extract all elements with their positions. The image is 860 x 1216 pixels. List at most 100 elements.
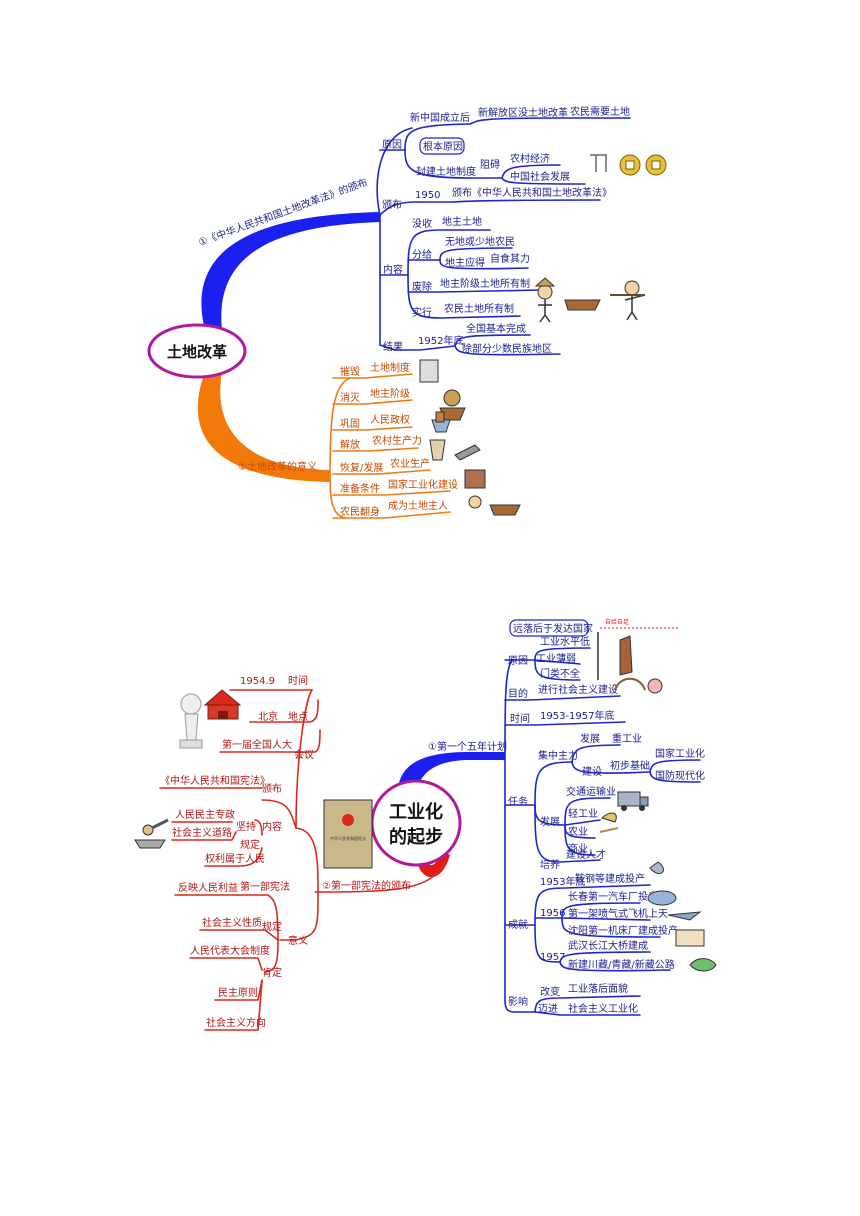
develop-label: 发展 (580, 732, 600, 745)
branch1-label: ①《中华人民共和国土地改革法》的颁布 (197, 175, 370, 248)
plan-label: ①第一个五年计划 (428, 740, 507, 753)
y1956: 1956 (540, 908, 565, 919)
bow-icon (614, 677, 663, 694)
grow-0: 交通运输业 (566, 785, 616, 798)
con-place: 北京 (258, 710, 278, 723)
distribute: 分给 (412, 248, 432, 261)
constitution-book: 中华人民共和国宪法 (323, 799, 373, 869)
con-adhere-a: 人民民主专政 (175, 808, 235, 821)
distribute-b: 地主应得 (445, 256, 485, 269)
con-time-label: 时间 (288, 674, 308, 687)
land-reform-map: 土地改革 ①《中华人民共和国土地改革法》的颁布 ②土地改革的意义 原因 新中国成… (147, 105, 667, 519)
farmer-icon (534, 277, 646, 323)
result-r1: 全国基本完成 (466, 322, 526, 335)
plan-reason-label: 原因 (508, 655, 528, 667)
con-affirm-b: 民主原则 (218, 986, 258, 999)
plan-reason-0: 工业水平低 (540, 635, 590, 648)
result-r2: 除部分少数民族地区 (462, 342, 552, 355)
sig-v-3: 农村生产力 (372, 434, 422, 447)
truck-icon (599, 791, 649, 833)
a4: 沈阳第一机床厂建成投产 (568, 924, 678, 937)
con-rule1: 规定 (262, 920, 282, 933)
con-publish-label: 颁布 (262, 783, 282, 795)
confiscate: 没收 (412, 217, 432, 230)
abolish-t: 地主阶级土地所有制 (440, 277, 530, 290)
sig-v-4: 农业生产 (390, 457, 430, 470)
con-meeting-label: 会议 (294, 748, 314, 761)
cannon-icon (134, 818, 169, 849)
sig-k-3: 解放 (340, 438, 360, 451)
grow-1: 轻工业 (568, 807, 598, 820)
result-label: 结果 (383, 340, 403, 353)
y1957: 1957 (540, 952, 565, 963)
goal-label: 目的 (508, 687, 528, 700)
content-label: 内容 (383, 263, 403, 276)
a1: 鞍钢等建成投产 (575, 872, 645, 885)
a2: 长春第一汽车厂投产 (568, 890, 658, 903)
plan-reason-top: 远落后于发达国家 (513, 622, 593, 635)
change-text: 工业落后面貌 (568, 982, 628, 995)
sig-v-6: 成为土地主人 (388, 499, 448, 512)
con-affirm-a: 人民代表大会制度 (190, 944, 270, 957)
center-node-land (147, 323, 247, 379)
reason-sub2: 封建土地制度 (416, 165, 476, 178)
sig-v-2: 人民政权 (370, 413, 410, 426)
sig-k-1: 消灭 (340, 391, 360, 404)
building-icon (179, 689, 242, 749)
con-adhere: 坚持 (236, 820, 256, 833)
implement-t: 农民土地所有制 (444, 302, 514, 315)
con-stipulate: 规定 (240, 838, 260, 851)
reason-sub1b: 农民需要土地 (570, 105, 630, 118)
result-year: 1952年底 (418, 334, 463, 347)
sig-k-2: 巩固 (340, 418, 360, 430)
distribute-c: 自食其力 (490, 252, 530, 265)
talent-label: 建设人才 (566, 848, 606, 861)
con-publish: 《中华人民共和国宪法》 (160, 774, 270, 787)
publish-text: 颁布《中华人民共和国土地改革法》 (452, 186, 612, 199)
con-stipulate-t: 权利属于人民 (205, 852, 265, 865)
plan-thick (398, 752, 505, 800)
hinder1: 农村经济 (510, 152, 550, 165)
impact-label: 影响 (508, 995, 528, 1008)
sig-k-6: 农民翻身 (340, 505, 380, 518)
con-meaning-label: 意义 (288, 934, 308, 947)
train-label: 培养 (540, 858, 560, 871)
book-title: 中华人民共和国宪法 (330, 835, 366, 841)
plan-reason-1: 工业薄弱 (536, 652, 576, 665)
time-label: 时间 (510, 712, 530, 725)
y1953: 1953年底 (540, 875, 585, 888)
goal-a: 国家工业化 (655, 747, 705, 760)
sig-k-5: 准备条件 (340, 482, 380, 495)
branch2-label: ②土地改革的意义 (238, 460, 317, 473)
a5: 武汉长江大桥建成 (568, 939, 648, 952)
achievement-icons (647, 861, 717, 972)
publish-year: 1950 (415, 190, 440, 201)
sig-k-4: 恢复/发展 (340, 461, 383, 474)
center-industry-line2: 的起步 (389, 826, 443, 848)
con-reflect: 反映人民利益 (178, 881, 238, 894)
time-text: 1953-1957年底 (540, 709, 615, 722)
con-affirm: 肯定 (262, 966, 282, 979)
distribute-a: 无地或少地农民 (445, 235, 515, 248)
root-reason-tag: 根本原因 (423, 140, 463, 153)
branch1-thick (201, 212, 380, 330)
sig-v-1: 地主阶级 (370, 387, 410, 400)
build-label: 建设 (582, 765, 602, 778)
grow-2: 农业 (568, 825, 588, 838)
pic-label: 自给自足 (605, 618, 629, 626)
sig-v-5: 国家工业化建设 (388, 478, 458, 491)
a3: 第一架喷气式飞机上天 (568, 907, 668, 920)
goal-text: 进行社会主义建设 (538, 683, 618, 696)
grow-3: 商业 (568, 842, 588, 855)
industrialization-map: 工业化 的起步 ①第一个五年计划 原因 远落后于发达国家 工业水平低 工业薄弱 … (134, 618, 717, 1031)
con-meeting: 第一届全国人大 (222, 738, 292, 751)
reason-sub1: 新中国成立后 (410, 111, 470, 124)
con-rule1-t: 社会主义性质 (202, 916, 262, 929)
con-first: 第一部宪法 (240, 880, 290, 893)
door-icon: 自给自足 (597, 618, 680, 680)
branch2-thick (197, 372, 330, 482)
goal-b: 国防现代化 (655, 769, 705, 782)
significance-list: 摧毁 土地制度 消灭 地主阶级 巩固 人民政权 解放 农村生产力 恢复/发展 农… (332, 361, 458, 519)
confiscate-t: 地主土地 (442, 215, 482, 228)
